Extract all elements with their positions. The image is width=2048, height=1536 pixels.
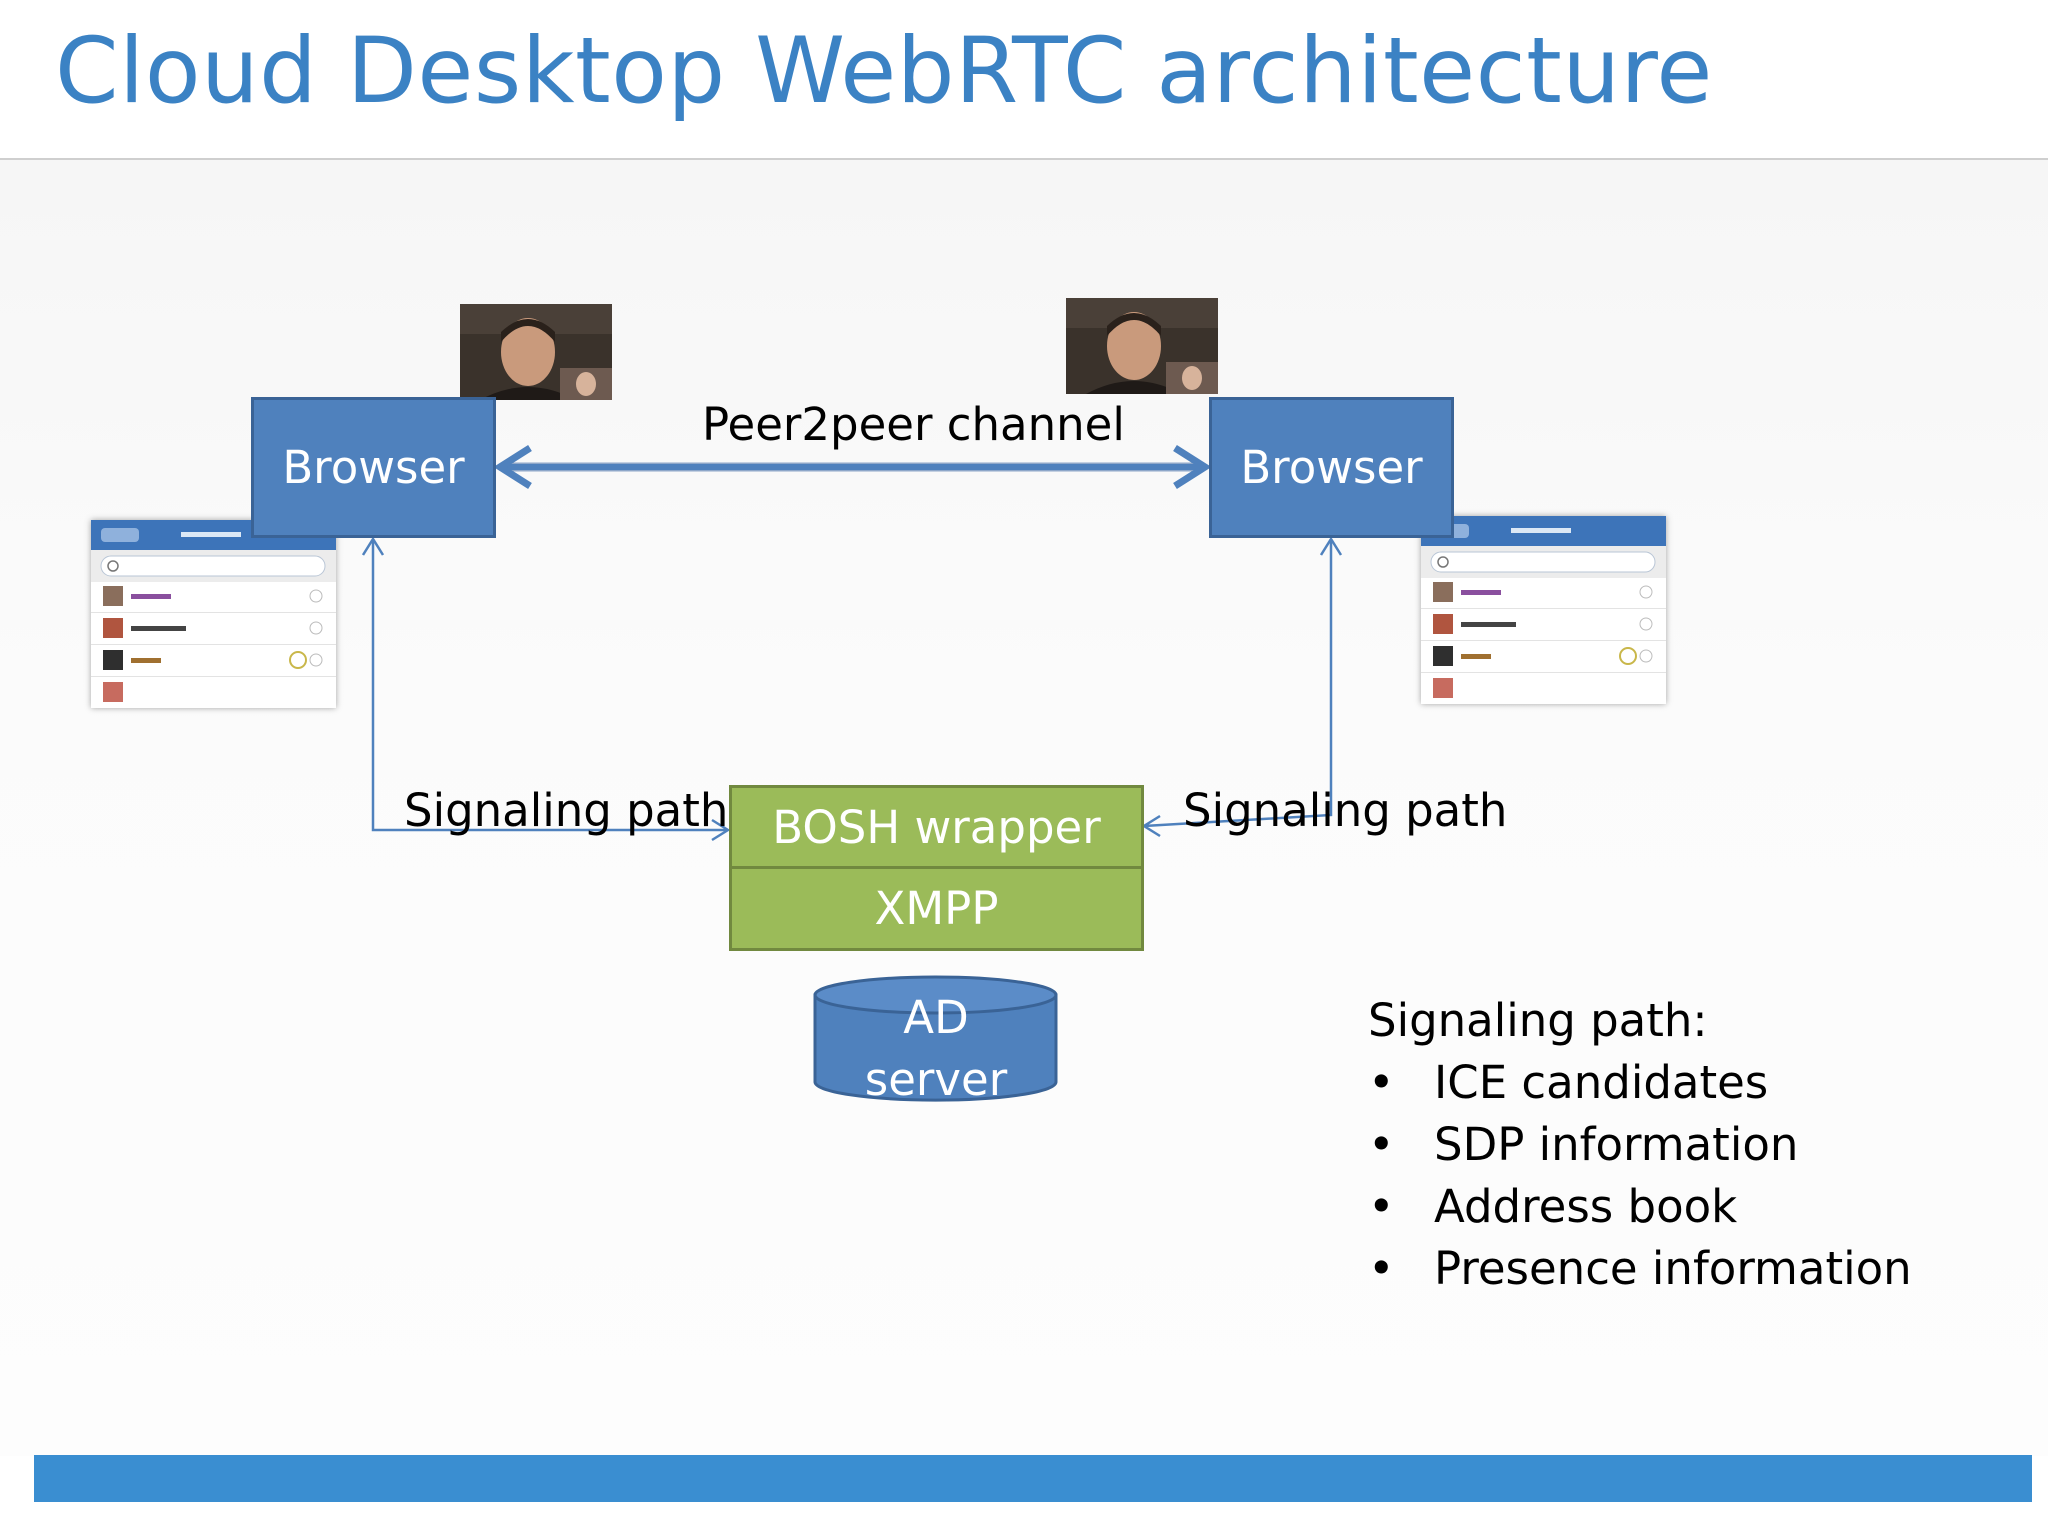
bosh-wrapper-label: BOSH wrapper bbox=[772, 800, 1101, 854]
list-item: •Presence information bbox=[1368, 1238, 1912, 1300]
browser-box-left: Browser bbox=[251, 397, 496, 538]
signaling-path-left-line bbox=[361, 536, 731, 842]
slide-title: Cloud Desktop WebRTC architecture bbox=[55, 19, 1713, 124]
video-thumbnail-right bbox=[1066, 298, 1218, 394]
xmpp-box: XMPP bbox=[729, 866, 1144, 951]
list-item: •SDP information bbox=[1368, 1114, 1912, 1176]
peer2peer-label: Peer2peer channel bbox=[702, 398, 1125, 451]
notes-heading: Signaling path: bbox=[1368, 994, 1708, 1047]
video-thumbnail-left bbox=[460, 304, 612, 400]
bullet-icon: • bbox=[1368, 1056, 1395, 1109]
ad-server-line1: AD bbox=[903, 991, 969, 1044]
bosh-wrapper-box: BOSH wrapper bbox=[729, 785, 1144, 869]
bullet-icon: • bbox=[1368, 1180, 1395, 1233]
bullet-icon: • bbox=[1368, 1118, 1395, 1171]
ad-server-label: AD server bbox=[816, 987, 1056, 1111]
signaling-path-right-label: Signaling path bbox=[1183, 784, 1508, 837]
signaling-path-left-label: Signaling path bbox=[404, 784, 729, 837]
browser-left-label: Browser bbox=[282, 441, 465, 494]
browser-box-right: Browser bbox=[1209, 397, 1454, 538]
browser-right-label: Browser bbox=[1240, 441, 1423, 494]
user-list-screenshot-left bbox=[91, 520, 336, 708]
list-item: •Address book bbox=[1368, 1176, 1912, 1238]
notes-list: •ICE candidates •SDP information •Addres… bbox=[1368, 1052, 1912, 1300]
footer-bar bbox=[34, 1455, 2032, 1502]
ad-server-line2: server bbox=[864, 1053, 1008, 1106]
ad-server-cylinder bbox=[813, 975, 1058, 1102]
peer2peer-arrow bbox=[493, 445, 1212, 489]
title-divider bbox=[0, 158, 2048, 160]
list-item: •ICE candidates bbox=[1368, 1052, 1912, 1114]
signaling-notes: Signaling path: •ICE candidates •SDP inf… bbox=[1368, 990, 1912, 1300]
user-list-screenshot-right bbox=[1421, 516, 1666, 704]
signaling-path-right-line bbox=[1141, 536, 1343, 838]
xmpp-label: XMPP bbox=[874, 882, 999, 935]
bullet-icon: • bbox=[1368, 1242, 1395, 1295]
